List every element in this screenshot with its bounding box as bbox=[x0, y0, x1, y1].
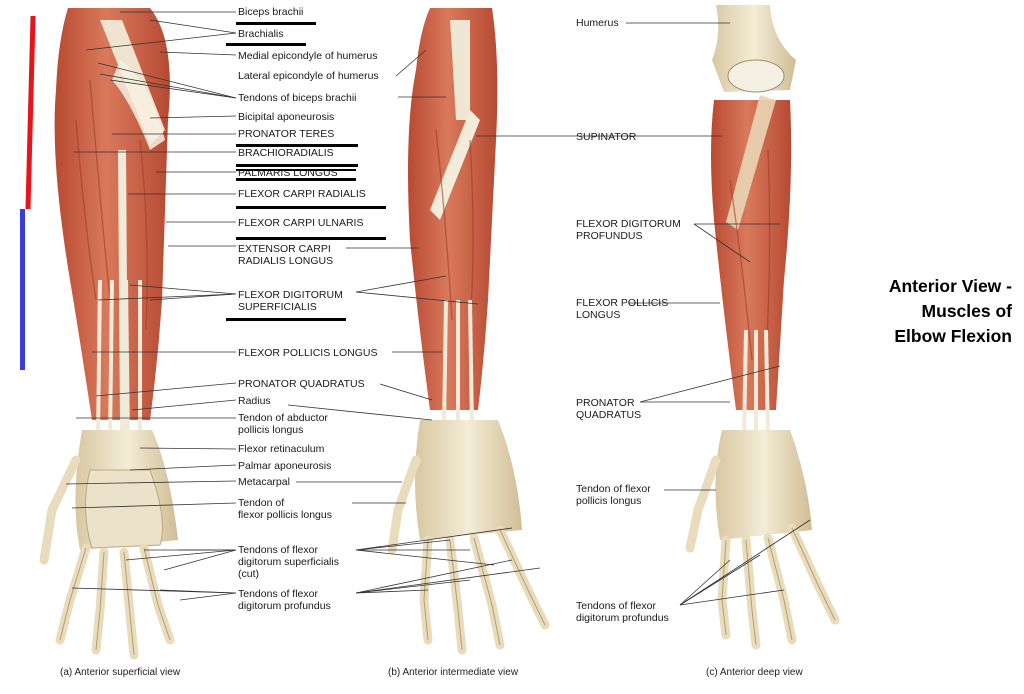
label-tendons-fdp-c: Tendons of flexor digitorum profundus bbox=[576, 600, 669, 624]
label-pronator-teres: PRONATOR TERES bbox=[238, 128, 335, 140]
underline-flexor-carpi-radialis bbox=[236, 206, 386, 209]
hand-b-finger-outlines bbox=[423, 529, 546, 651]
underline-biceps bbox=[236, 22, 316, 25]
underline-brachioradialis bbox=[236, 164, 358, 167]
forearm-c-muscle-mass bbox=[711, 100, 792, 410]
label-radius: Radius bbox=[238, 395, 271, 407]
underline-brachialis bbox=[226, 43, 306, 46]
underline-flexor-carpi-ulnaris bbox=[236, 237, 386, 240]
label-pronator-quadratus-c: PRONATOR QUADRATUS bbox=[576, 397, 642, 421]
hand-a-finger-outlines bbox=[59, 547, 171, 656]
caption-view-a: (a) Anterior superficial view bbox=[60, 667, 181, 678]
label-flexor-digitorum-profundus: FLEXOR DIGITORUM PROFUNDUS bbox=[576, 218, 681, 242]
label-palmar-aponeurosis: Palmar aponeurosis bbox=[238, 460, 332, 472]
hand-c-finger-outlines bbox=[721, 527, 836, 646]
label-flexor-carpi-ulnaris: FLEXOR CARPI ULNARIS bbox=[238, 217, 364, 229]
label-flexor-carpi-radialis: FLEXOR CARPI RADIALIS bbox=[238, 188, 366, 200]
label-lateral-epicondyle: Lateral epicondyle of humerus bbox=[238, 70, 379, 82]
caption-view-b: (b) Anterior intermediate view bbox=[388, 667, 519, 678]
label-metacarpal: Metacarpal bbox=[238, 476, 290, 488]
blue-indicator-bar bbox=[20, 209, 25, 370]
label-tendons-biceps: Tendons of biceps brachii bbox=[238, 92, 357, 104]
palmar-aponeurosis-a bbox=[84, 469, 163, 549]
label-flexor-pollicis-longus-a: FLEXOR POLLICIS LONGUS bbox=[238, 347, 378, 359]
label-tendons-fdp-a: Tendons of flexor digitorum profundus bbox=[238, 588, 331, 612]
label-flexor-retinaculum: Flexor retinaculum bbox=[238, 443, 325, 455]
label-brachialis: Brachialis bbox=[238, 28, 284, 40]
label-supinator: SUPINATOR bbox=[576, 131, 637, 143]
hand-c-palm bbox=[715, 430, 812, 540]
forearm-b-tendons bbox=[442, 299, 474, 431]
label-brachioradialis: BRACHIORADIALIS bbox=[238, 147, 334, 159]
label-tendons-fds-cut: Tendons of flexor digitorum superficiali… bbox=[238, 544, 339, 580]
supinator-c bbox=[726, 95, 776, 230]
label-pronator-quadratus-a: PRONATOR QUADRATUS bbox=[238, 378, 365, 390]
page-title: Anterior View - Muscles of Elbow Flexion bbox=[888, 276, 1012, 346]
label-humerus: Humerus bbox=[576, 17, 619, 29]
underline-pronator-teres bbox=[236, 144, 358, 147]
label-extensor-carpi-radialis-longus: EXTENSOR CARPI RADIALIS LONGUS bbox=[238, 243, 334, 267]
label-bicipital-aponeurosis: Bicipital aponeurosis bbox=[238, 111, 335, 123]
underline-fds bbox=[226, 318, 346, 321]
forearm-b-muscle-mass bbox=[408, 8, 498, 410]
label-biceps-brachii: Biceps brachii bbox=[238, 6, 304, 18]
forearm-deep-view bbox=[685, 5, 840, 650]
caption-view-c: (c) Anterior deep view bbox=[706, 667, 803, 678]
label-flexor-pollicis-longus-c: FLEXOR POLLICIS LONGUS bbox=[576, 297, 669, 321]
forearm-c-tendons bbox=[742, 329, 770, 441]
forearm-a-tendons bbox=[96, 279, 142, 441]
underline-palmaris-2 bbox=[236, 178, 356, 181]
hand-b-palm bbox=[415, 420, 522, 540]
underline-palmaris-1 bbox=[236, 169, 356, 171]
leader-lines bbox=[65, 11, 811, 606]
label-tendon-abductor-pollicis: Tendon of abductor pollicis longus bbox=[238, 412, 328, 436]
label-flexor-digitorum-superficialis: FLEXOR DIGITORUM SUPERFICIALIS bbox=[238, 289, 343, 313]
label-tendon-flexor-pollicis-longus-a: Tendon of flexor pollicis longus bbox=[238, 497, 332, 521]
biceps-tendon-b bbox=[450, 20, 470, 120]
label-medial-epicondyle: Medial epicondyle of humerus bbox=[238, 50, 378, 62]
muscle-stripes-a bbox=[75, 79, 148, 331]
label-tendon-flexor-pollicis-longus-c: Tendon of flexor pollicis longus bbox=[576, 483, 651, 507]
forearm-intermediate-view bbox=[387, 8, 550, 655]
humerus-condyle-c bbox=[727, 59, 785, 93]
forearm-superficial-view bbox=[39, 8, 178, 660]
